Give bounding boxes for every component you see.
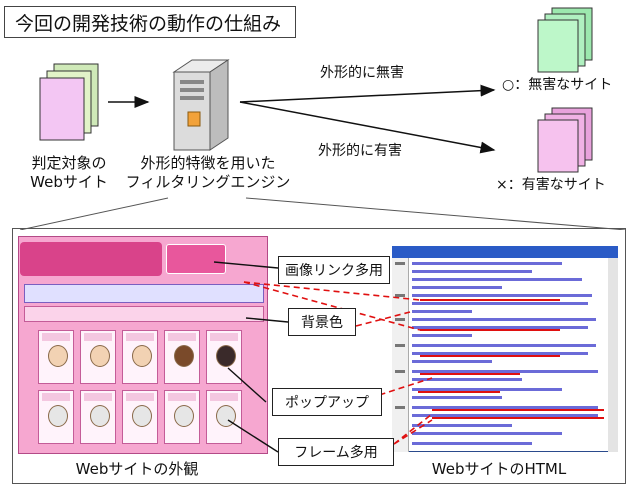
diagram-title: 今回の開発技術の動作の仕組み [4,6,296,38]
arrow-top-label: 外形的に無害 [320,65,404,81]
detail-panel [12,228,626,484]
input-label-line1: 判定対象の [31,154,107,172]
callout-background: 背景色 [288,308,356,336]
input-label-line2: Webサイト [30,173,108,191]
engine-label-line2: フィルタリングエンジン [125,173,291,191]
callout-frames-text: フレーム多用 [294,445,378,461]
pointer-image-links [213,261,279,269]
caption-appearance: Webサイトの外観 [75,460,199,478]
html-window-titlebar [392,246,618,258]
website-thumbnail [80,390,116,444]
website-thumbnail [164,330,200,384]
zoom-line-right [245,197,627,230]
website-thumbnail [122,390,158,444]
website-banner [24,284,264,303]
callout-popup-text: ポップアップ [285,395,369,411]
website-thumbnail [38,330,74,384]
harmless-document-stack-icon [537,7,593,73]
callout-image-links-text: 画像リンク多用 [285,263,383,279]
pointer-popup [227,367,267,403]
website-thumbnail [80,330,116,384]
flow-diagram [19,7,627,230]
result-harmful-label: ×：有害なサイト [496,177,606,193]
website-thumbnail [38,390,74,444]
callout-background-text: 背景色 [301,315,343,331]
callout-popup: ポップアップ [272,388,382,416]
zoom-line-left [19,197,169,230]
input-label: 判定対象の Webサイト [14,154,124,192]
pointer-background [245,317,289,323]
callout-frames: フレーム多用 [278,438,394,466]
engine-label-line1: 外形的特徴を用いた [140,154,276,172]
result-harmless-label: ○：無害なサイト [502,77,613,93]
website-thumbnail [164,390,200,444]
arrow-bottom-label: 外形的に有害 [318,143,402,159]
website-thumbnail [122,330,158,384]
pointer-frames [227,419,279,453]
engine-label: 外形的特徴を用いた フィルタリングエンジン [118,154,298,192]
server-icon [172,59,230,151]
harmful-document-stack-icon [537,107,593,173]
input-document-stack-icon [39,63,99,141]
callout-image-links: 画像リンク多用 [278,256,390,284]
website-register-button [166,244,226,274]
red-connector-frames [393,413,433,445]
html-line-gutter [392,258,409,452]
caption-html: WebサイトのHTML [431,460,567,478]
red-connector-image-links [243,281,421,301]
html-scrollbar [608,258,618,452]
arrow-harmless [239,84,496,103]
website-header-logo [20,242,162,276]
arrow-harmful [239,101,496,154]
website-search-bar [24,306,264,322]
diagram-title-text: 今回の開発技術の動作の仕組み [15,12,282,35]
